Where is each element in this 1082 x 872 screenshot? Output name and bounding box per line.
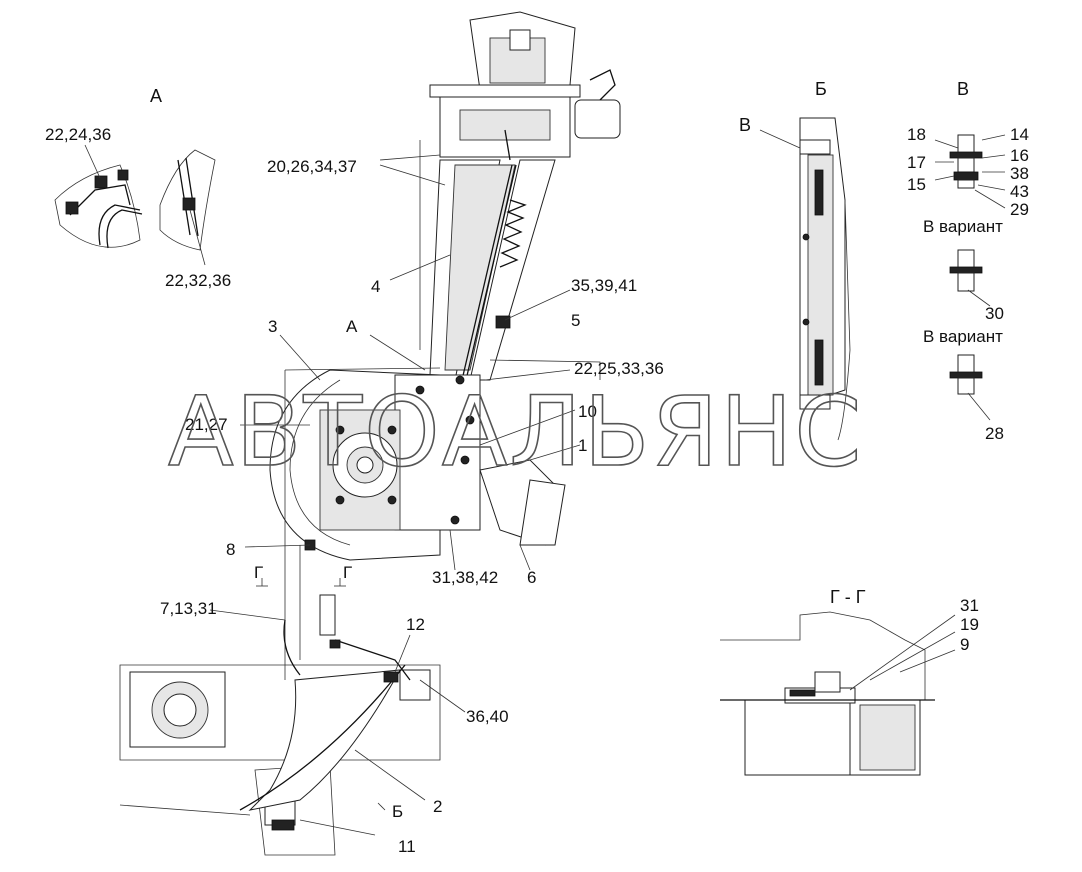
callout-12: 12 bbox=[406, 615, 425, 634]
callout-43: 43 bbox=[1010, 182, 1029, 201]
callout-38: 38 bbox=[1010, 164, 1029, 183]
callout-7-13-31: 7,13,31 bbox=[160, 599, 217, 618]
callout-28: 28 bbox=[985, 424, 1004, 443]
section-mark-g-right: Г bbox=[343, 563, 352, 582]
callout-3: 3 bbox=[268, 317, 277, 336]
callout-22-25-33-36: 22,25,33,36 bbox=[574, 359, 664, 378]
callout-14: 14 bbox=[1010, 125, 1029, 144]
callout-35-39-41: 35,39,41 bbox=[571, 276, 637, 295]
detail-a-view bbox=[54, 144, 216, 266]
section-g-g bbox=[720, 611, 956, 776]
variant-label-1: В вариант bbox=[923, 217, 1003, 236]
view-label-a: А bbox=[150, 86, 162, 106]
callout-17: 17 bbox=[907, 153, 926, 172]
labels: А Б В В Г - Г Г Г А Б 22,24,36 22,32,36 … bbox=[45, 79, 1029, 856]
callout-31-38-42: 31,38,42 bbox=[432, 568, 498, 587]
variant-label-2: В вариант bbox=[923, 327, 1003, 346]
section-label-g-g: Г - Г bbox=[830, 587, 866, 607]
callout-2: 2 bbox=[433, 797, 442, 816]
callout-19: 19 bbox=[960, 615, 979, 634]
callout-4: 4 bbox=[371, 277, 380, 296]
callout-1: 1 bbox=[578, 436, 587, 455]
section-mark-g-left: Г bbox=[254, 563, 263, 582]
callout-20-26-34-37: 20,26,34,37 bbox=[267, 157, 357, 176]
callout-22-32-36: 22,32,36 bbox=[165, 271, 231, 290]
callout-9: 9 bbox=[960, 635, 969, 654]
callout-8: 8 bbox=[226, 540, 235, 559]
callout-30: 30 bbox=[985, 304, 1004, 323]
view-arrow-a: А bbox=[346, 317, 358, 336]
watermark: АВТОАЛЬЯНС bbox=[168, 376, 863, 488]
view-b bbox=[759, 117, 851, 441]
callout-29: 29 bbox=[1010, 200, 1029, 219]
view-label-v-arrow: В bbox=[739, 115, 751, 135]
view-arrow-b: Б bbox=[392, 802, 403, 821]
callout-10: 10 bbox=[578, 402, 597, 421]
main-assembly bbox=[269, 11, 621, 680]
callout-36-40: 36,40 bbox=[466, 707, 509, 726]
callout-22-24-36: 22,24,36 bbox=[45, 125, 111, 144]
lower-assembly bbox=[119, 578, 441, 856]
callout-16: 16 bbox=[1010, 146, 1029, 165]
callout-18: 18 bbox=[907, 125, 926, 144]
callout-21-27: 21,27 bbox=[185, 415, 228, 434]
leader-lines bbox=[209, 154, 581, 836]
view-label-b: Б bbox=[815, 79, 827, 99]
view-v-fasteners bbox=[934, 134, 1006, 421]
callout-5: 5 bbox=[571, 311, 580, 330]
callout-11: 11 bbox=[398, 837, 416, 856]
view-label-v: В bbox=[957, 79, 969, 99]
callout-31-section: 31 bbox=[960, 596, 979, 615]
callout-15: 15 bbox=[907, 175, 926, 194]
callout-6: 6 bbox=[527, 568, 536, 587]
